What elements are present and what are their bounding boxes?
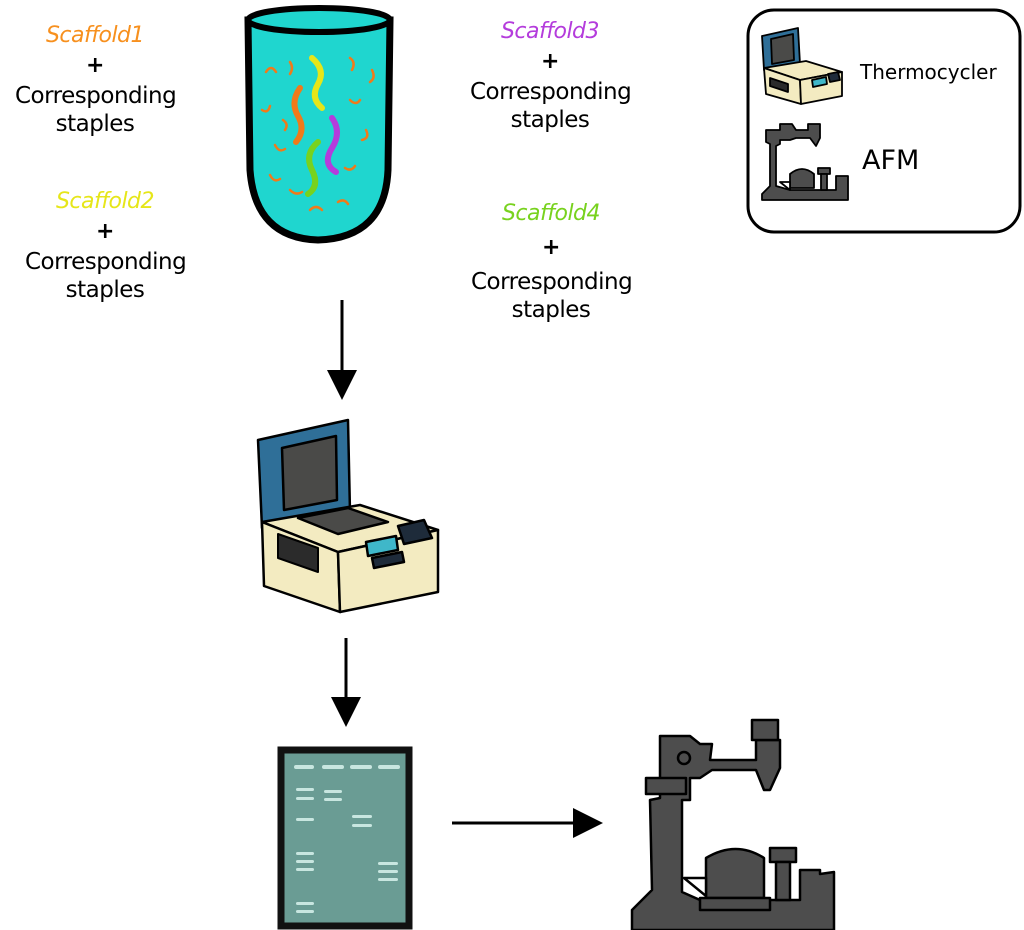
- scaffold4-group: Scaffold4 + Corresponding staples: [456, 200, 646, 324]
- thermocycler-icon: [256, 418, 440, 614]
- scaffold4-label: Scaffold4: [501, 201, 601, 226]
- scaffold3-label: Scaffold3: [500, 19, 600, 44]
- gel-icon: [277, 746, 413, 930]
- staples-label: Corresponding staples: [471, 269, 633, 323]
- legend-thermocycler-label: Thermocycler: [860, 60, 997, 84]
- afm-icon: [630, 718, 836, 930]
- staples-label: Corresponding staples: [25, 249, 187, 303]
- scaffold2-label: Scaffold2: [55, 189, 155, 214]
- legend-afm-label: AFM: [862, 145, 920, 176]
- plus-sign: +: [541, 49, 559, 74]
- plus-sign: +: [542, 235, 560, 260]
- scaffold2-group: Scaffold2 + Corresponding staples: [10, 188, 200, 304]
- plus-sign: +: [96, 219, 114, 244]
- scaffold1-label: Scaffold1: [45, 23, 145, 48]
- tube-icon: [244, 5, 394, 244]
- staples-label: Corresponding staples: [470, 79, 632, 133]
- scaffold3-group: Scaffold3 + Corresponding staples: [455, 18, 645, 134]
- staples-label: Corresponding staples: [15, 83, 177, 137]
- scaffold1-group: Scaffold1 + Corresponding staples: [0, 22, 190, 138]
- thermocycler-icon: [761, 27, 843, 105]
- afm-icon: [761, 123, 849, 201]
- plus-sign: +: [86, 53, 104, 78]
